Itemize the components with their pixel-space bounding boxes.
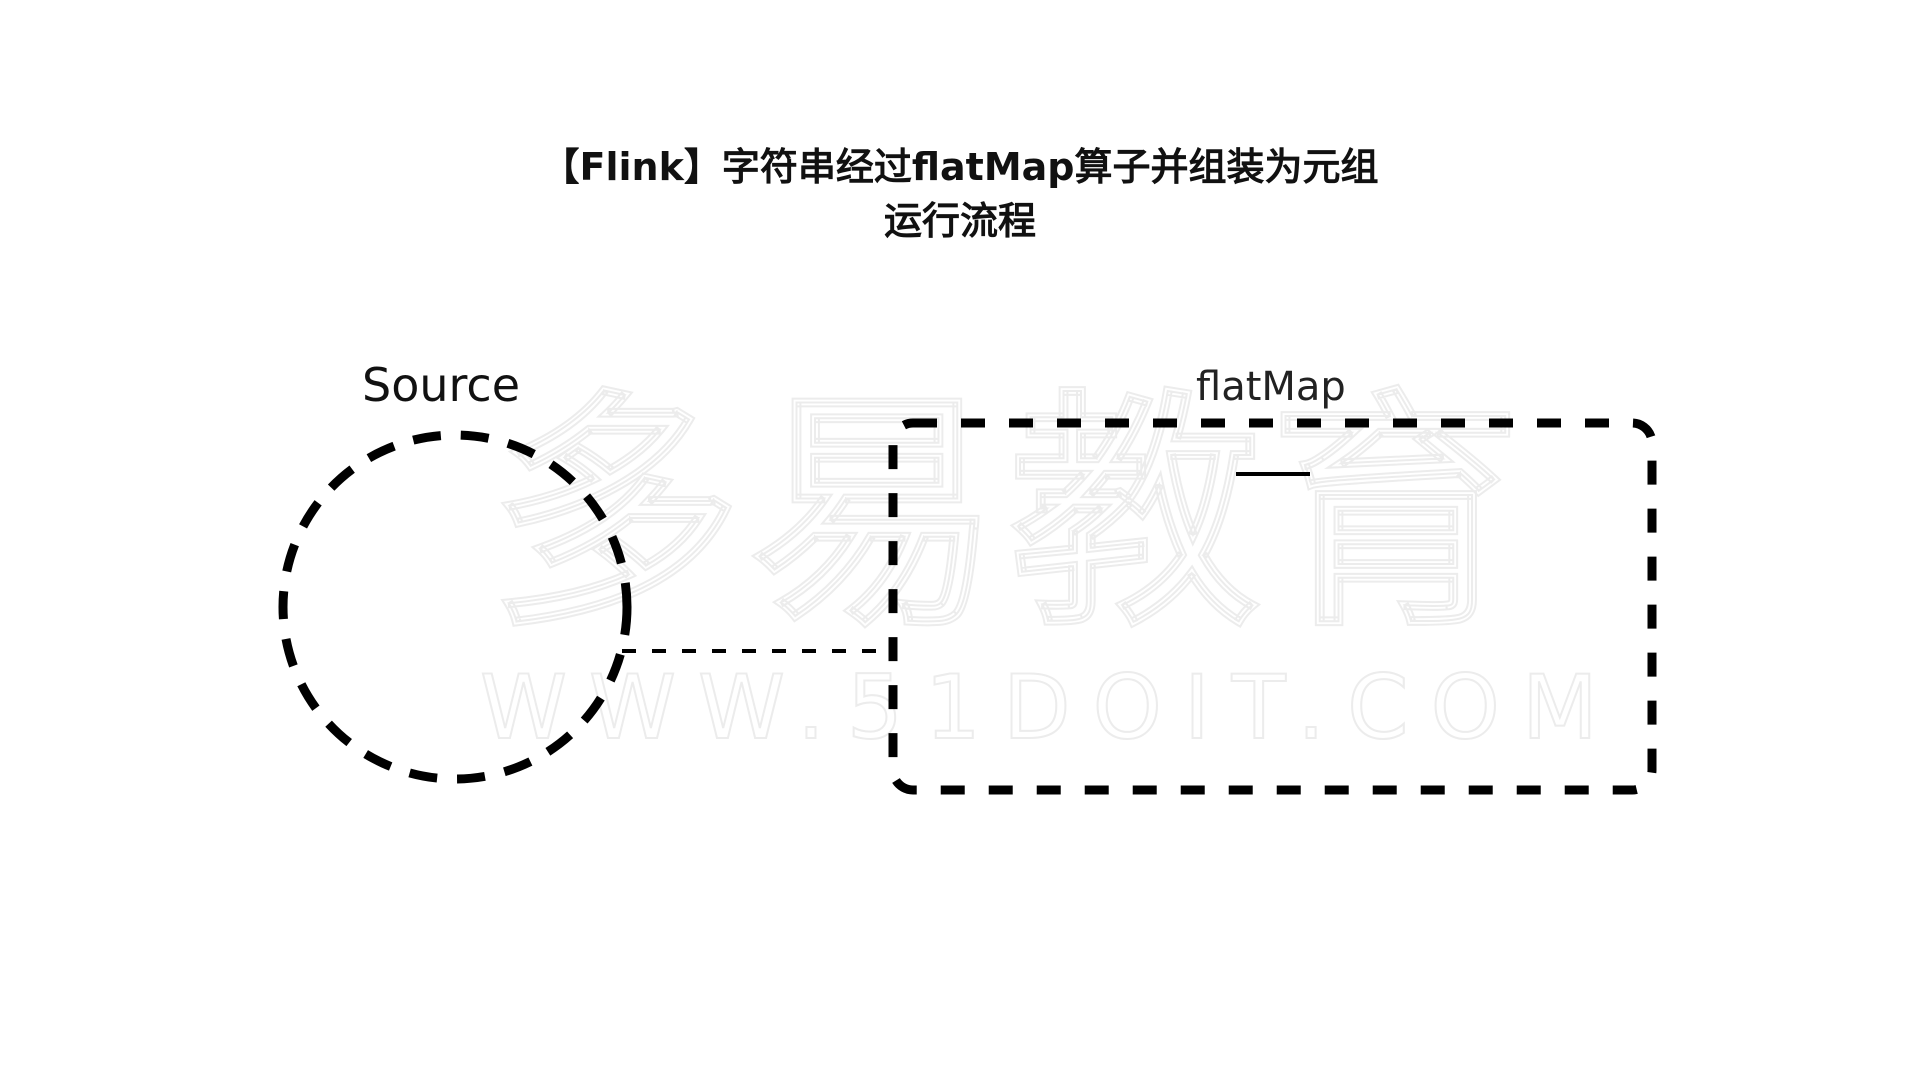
title-line-2: 运行流程 (883, 199, 1036, 243)
diagram-title: 【Flink】字符串经过flatMap算子并组装为元组 运行流程 (0, 140, 1920, 248)
source-label: Source (362, 358, 520, 412)
title-line-1: 【Flink】字符串经过flatMap算子并组装为元组 (541, 145, 1379, 189)
flatmap-label: flatMap (1196, 364, 1346, 410)
source-node-circle (278, 430, 632, 784)
flatmap-node-box (888, 418, 1657, 795)
